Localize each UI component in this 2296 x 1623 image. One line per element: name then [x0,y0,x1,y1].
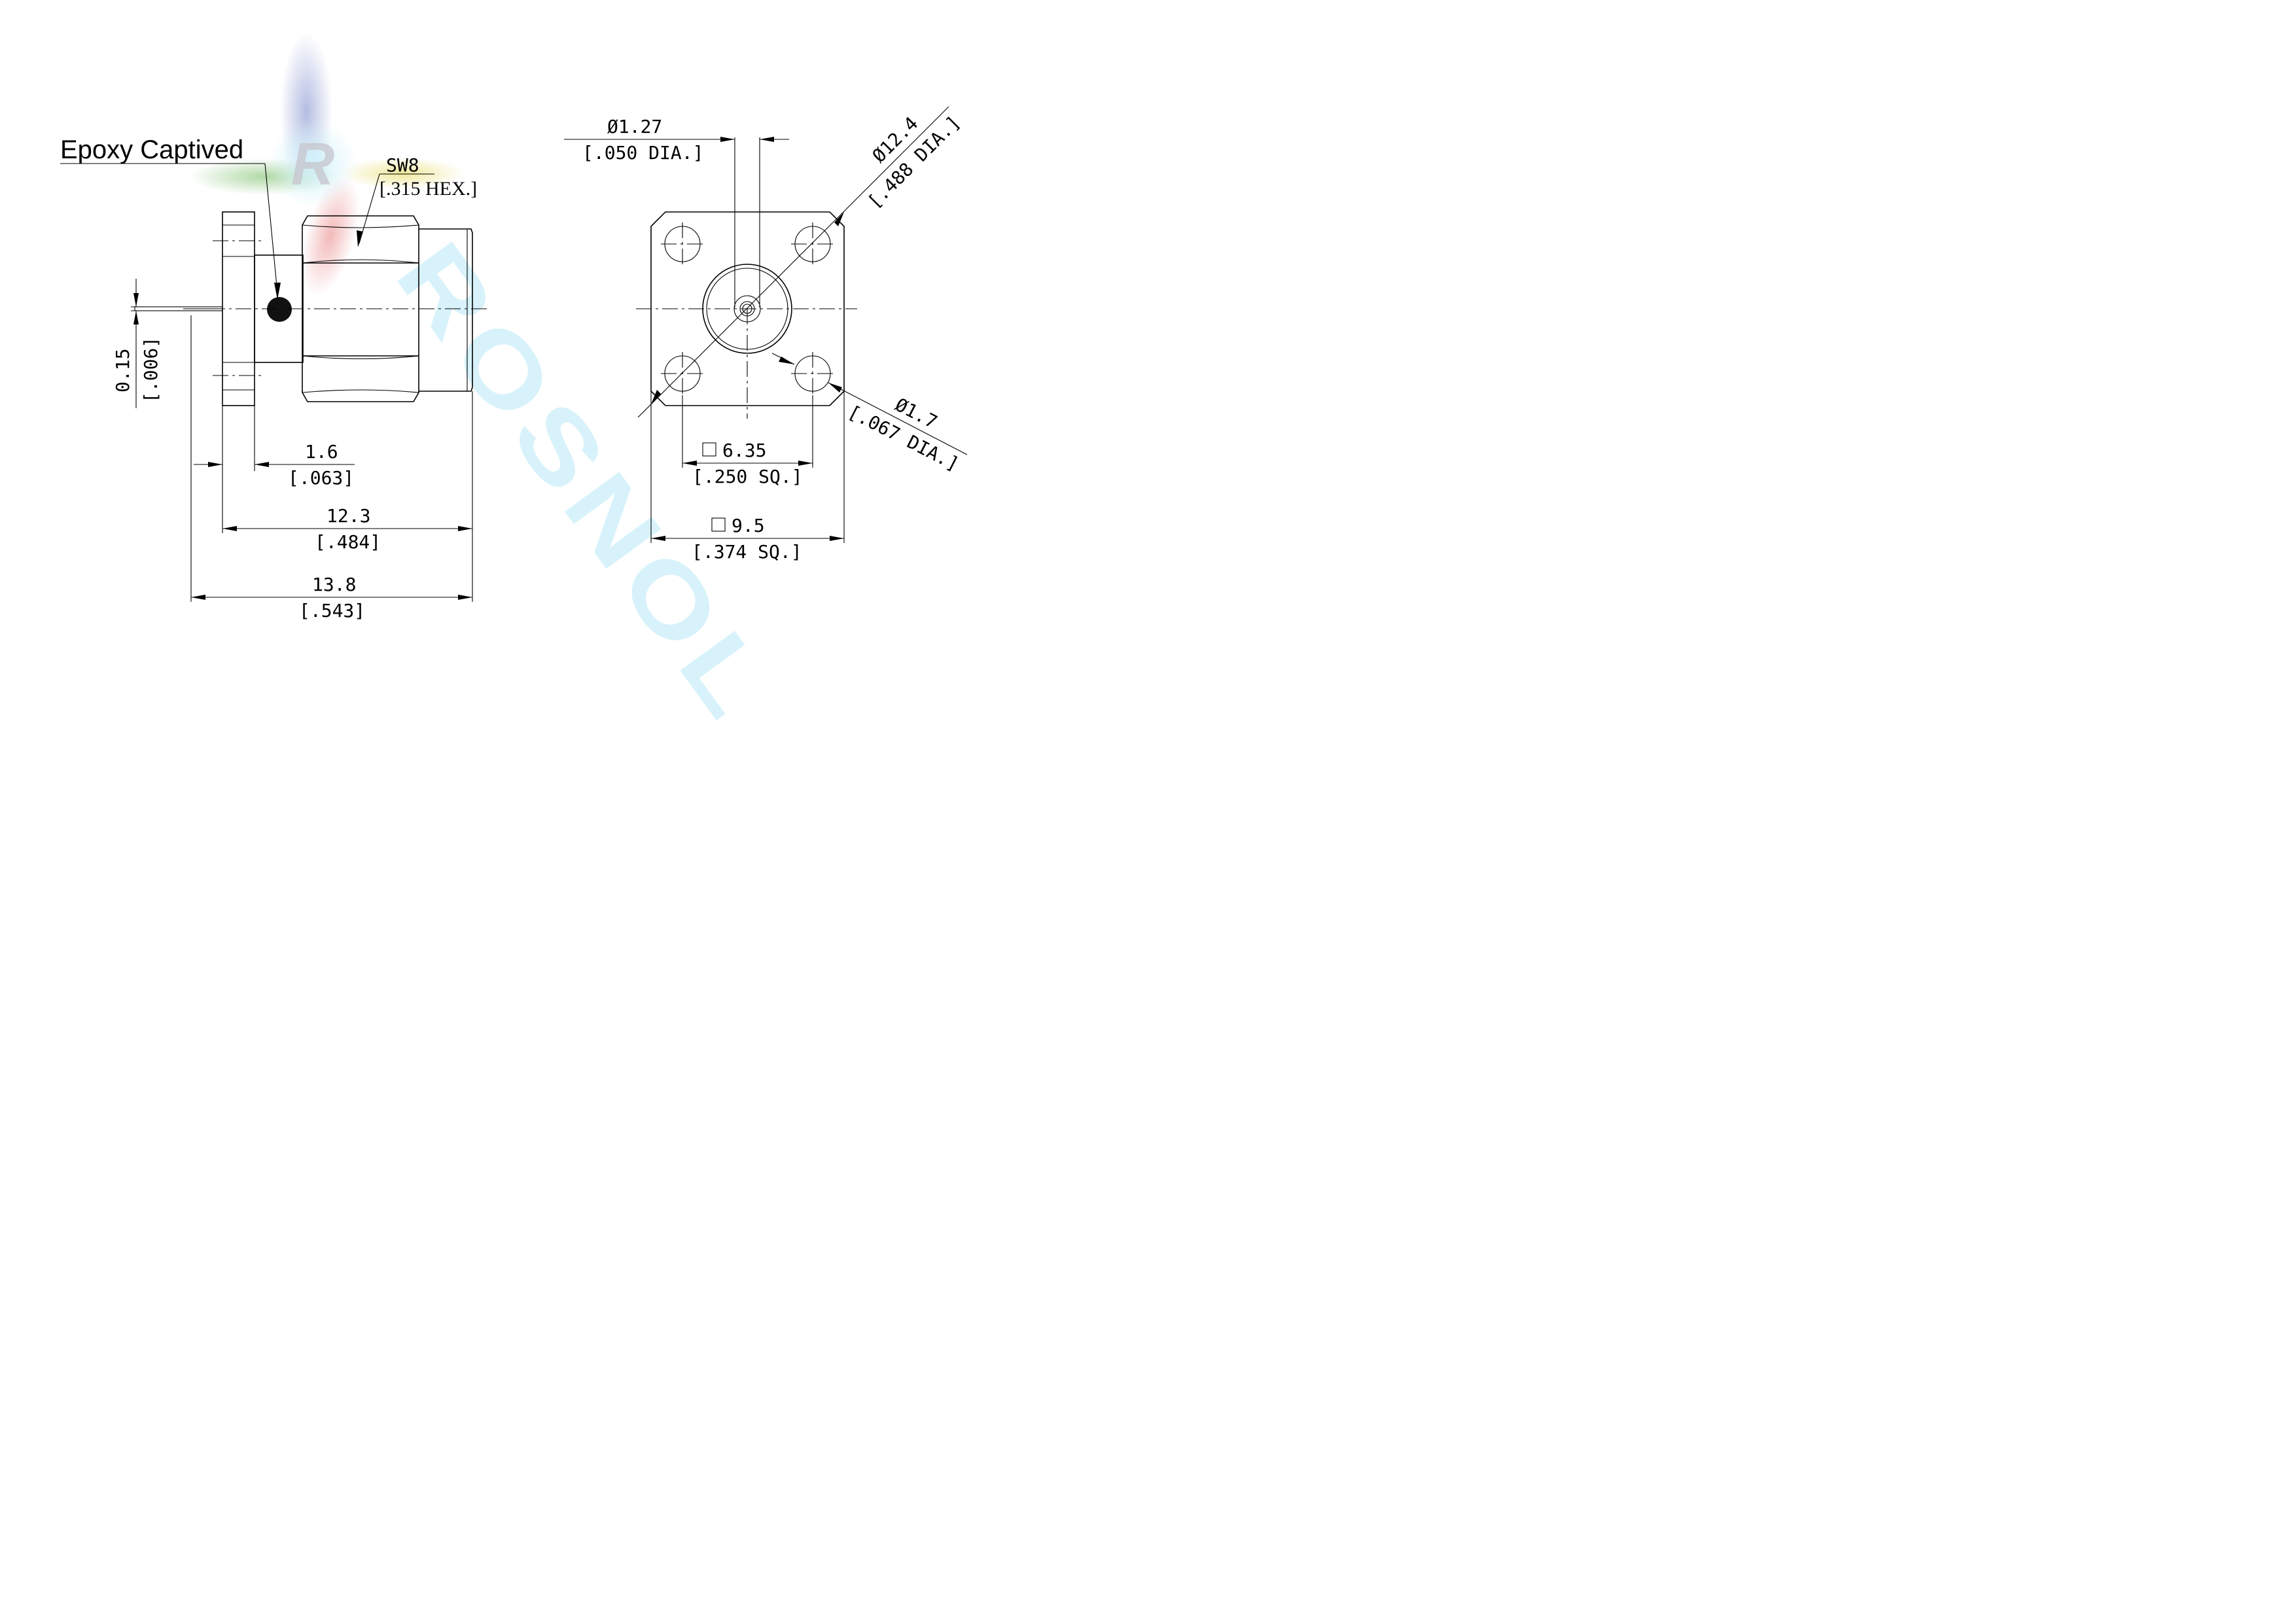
hole-spacing-main: 6.35 [722,440,766,461]
flange-thk-sub: [.063] [288,467,354,489]
square-symbol-icon [711,517,726,532]
watermark-logo: R ROSNOL [190,33,796,722]
body-len-main: 12.3 [327,505,370,527]
hex-size-main: SW8 [386,154,419,176]
flange-sq-main: 9.5 [732,515,765,536]
flange-thk-main: 1.6 [305,441,338,462]
pin-dia-front-main: Ø1.27 [607,116,662,137]
overall-len-sub: [.543] [299,600,365,621]
hex-size-sub: [.315 HEX.] [380,178,477,200]
epoxy-dot [267,297,292,322]
hole-spacing-sub: [.250 SQ.] [692,466,803,487]
pin-dia-main: 0.15 [112,349,133,393]
side-view: Epoxy Captived SW8 [.315 HEX.] 0.15 [.00… [60,135,489,621]
epoxy-captived-label: Epoxy Captived [60,135,243,164]
square-symbol-icon [702,442,716,457]
pin-dia-front-sub: [.050 DIA.] [582,142,703,164]
flange-sq-sub: [.374 SQ.] [692,541,802,563]
logo-swoosh-yellow [340,158,465,189]
overall-len-main: 13.8 [312,574,356,595]
square-flange [650,211,845,406]
body-len-sub: [.484] [315,531,381,553]
pin-dia-sub: [.006] [140,337,162,403]
logo-circle [268,119,357,208]
connector-drawing: R ROSNOL Epoxy Captived [60,33,968,722]
logo-letter: R [291,131,334,198]
rear-sleeve [419,228,473,392]
